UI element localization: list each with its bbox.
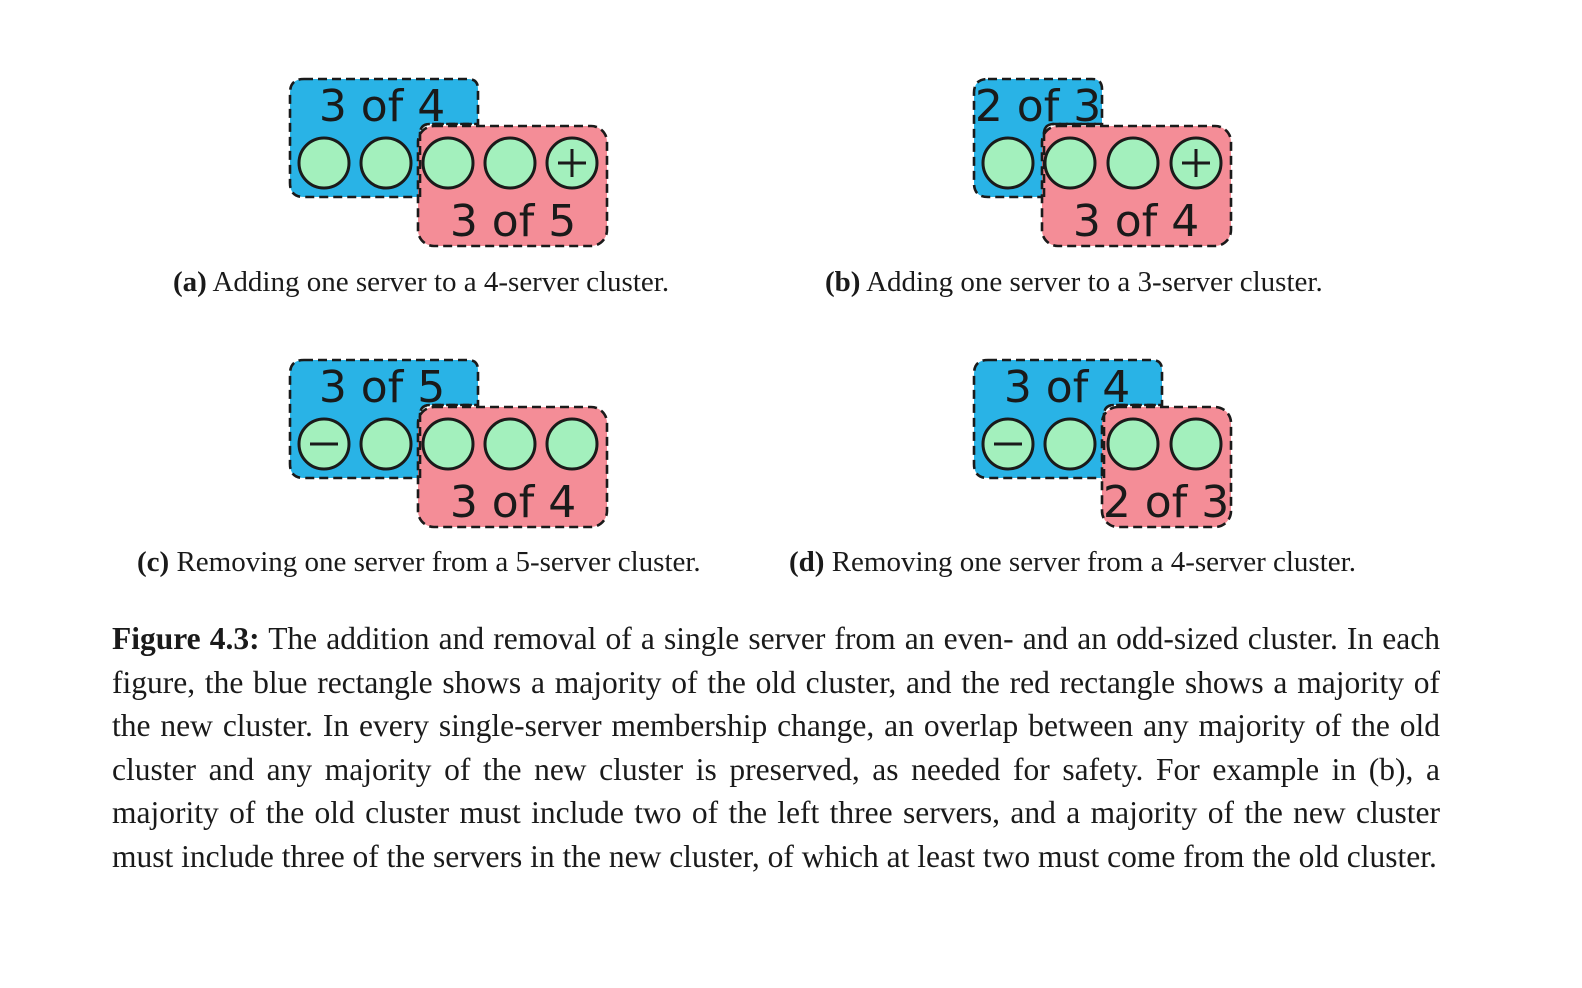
plus-icon [1182,149,1210,177]
server-node [297,136,351,190]
server-node [981,136,1035,190]
panel-a: 3 of 4 3 of 5 [288,77,609,248]
server-node [483,417,537,471]
server-node [421,417,475,471]
new-majority-label: 3 of 4 [450,477,576,528]
subcaption-text: Adding one server to a 3-server cluster. [860,266,1323,298]
panel-b: 2 of 3 3 of 4 [972,77,1233,248]
figure-caption-label: Figure 4.3: [112,621,260,656]
subcaption-c: (c) Removing one server from a 5-server … [137,546,701,579]
subcaption-d: (d) Removing one server from a 4-server … [789,546,1356,579]
old-majority-label: 3 of 4 [319,81,445,132]
subcaption-text: Removing one server from a 4-server clus… [824,546,1356,578]
figure-caption: Figure 4.3: The addition and removal of … [112,617,1440,878]
overlap-outline [418,403,478,478]
subcaption-text: Removing one server from a 5-server clus… [169,546,701,578]
subcaption-a: (a) Adding one server to a 4-server clus… [173,266,669,299]
new-majority-label: 3 of 4 [1073,196,1199,247]
old-majority-label: 2 of 3 [975,81,1101,132]
server-node [483,136,537,190]
figure-panels: 3 of 4 3 of 5 2 of 3 3 of 4 3 of 5 3 of … [288,77,1233,529]
server-node [1043,417,1097,471]
server-node [421,136,475,190]
subcaption-letter: (a) [173,266,207,298]
overlap-outline [1102,403,1162,478]
removed-server-node [297,417,351,471]
panel-c: 3 of 5 3 of 4 [288,358,609,529]
server-node [1106,417,1160,471]
server-node [1043,136,1097,190]
server-node [359,417,413,471]
figure-caption-text: The addition and removal of a single ser… [112,621,1440,874]
server-node [545,417,599,471]
old-majority-label: 3 of 4 [1004,362,1130,413]
server-node [1106,136,1160,190]
subcaption-text: Adding one server to a 4-server cluster. [206,266,670,298]
overlap-outline [418,122,478,197]
subcaption-letter: (c) [137,546,170,578]
added-server-node [545,136,599,190]
old-majority-label: 3 of 5 [319,362,445,413]
panel-d: 3 of 4 2 of 3 [972,358,1233,529]
new-majority-label: 3 of 5 [450,196,576,247]
added-server-node [1169,136,1223,190]
subcaption-b: (b) Adding one server to a 3-server clus… [825,266,1323,299]
server-node [1169,417,1223,471]
subcaption-letter: (b) [825,266,861,298]
plus-icon [558,149,586,177]
new-majority-label: 2 of 3 [1103,477,1229,528]
removed-server-node [981,417,1035,471]
subcaption-letter: (d) [789,546,825,578]
server-node [359,136,413,190]
overlap-outline [1042,122,1102,197]
